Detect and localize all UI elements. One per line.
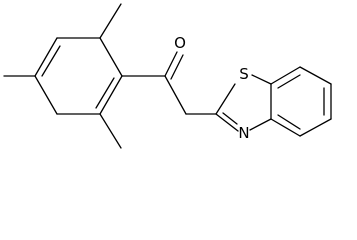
methyl-bond-top [99,3,122,39]
benzo-bond [270,66,301,85]
benzo-double-bond-inner [277,114,301,130]
benzo-double-bond-inner [277,74,301,89]
benzo-bond [270,118,301,137]
benzo-bond [299,118,332,137]
ring-double-bond-inner [95,77,115,109]
c2-s-bond [215,83,236,115]
atom-label-sulfur: S [239,65,249,83]
benzothiazole [215,66,332,137]
carbonyl-double-bond [164,51,178,77]
ring-double-bond-inner [41,45,61,77]
benzo-bond [299,66,332,85]
n-c2-bond [215,113,239,132]
chemical-structure-diagram: O S N [3,3,332,149]
c3a-n-bond [249,118,272,131]
ring-bond [99,37,123,77]
methyl-groups [3,3,122,149]
ring-bond [34,75,58,115]
methyl-bond-bottom [99,113,122,149]
mesityl-ring [34,37,123,115]
carbonyl-double-bond-second [170,54,184,80]
s-c7a-bond [251,74,272,85]
carbonyl-methylene-bond [164,75,187,115]
ketone-linker [121,51,217,115]
atom-label-nitrogen: N [238,124,249,142]
atom-label-oxygen: O [174,34,186,52]
n-c2-double-bond-inner [222,112,238,125]
ring-bond [34,37,58,77]
ring-bond [99,75,123,115]
